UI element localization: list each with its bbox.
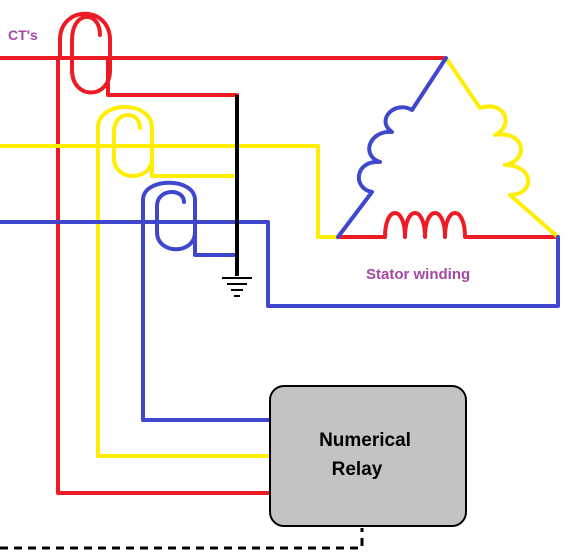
red-relay-lead xyxy=(56,56,272,495)
yellow-stator-coil xyxy=(444,56,560,239)
blue-ct-coil xyxy=(141,180,237,257)
relay-label-line-2: Relay xyxy=(332,459,383,480)
stator-winding-label: Stator winding xyxy=(366,266,470,283)
yellow-line-to-stator xyxy=(0,144,340,239)
blue-stator-coil xyxy=(336,56,448,239)
relay-label-line-1: Numerical xyxy=(319,430,411,451)
red-ct-coil xyxy=(58,11,239,97)
blue-phase xyxy=(0,56,560,422)
blue-line-to-stator xyxy=(0,220,560,308)
yellow-ct-coil xyxy=(96,105,237,178)
blue-relay-lead xyxy=(141,220,272,422)
numerical-relay-box xyxy=(269,385,467,527)
red-phase xyxy=(0,11,560,495)
red-stator-coil xyxy=(336,211,560,239)
yellow-phase xyxy=(0,56,560,458)
ground-connection xyxy=(222,95,252,297)
relay-trip-dashed-line xyxy=(0,528,364,550)
cts-label: CT's xyxy=(8,27,38,43)
yellow-relay-lead xyxy=(96,144,272,458)
